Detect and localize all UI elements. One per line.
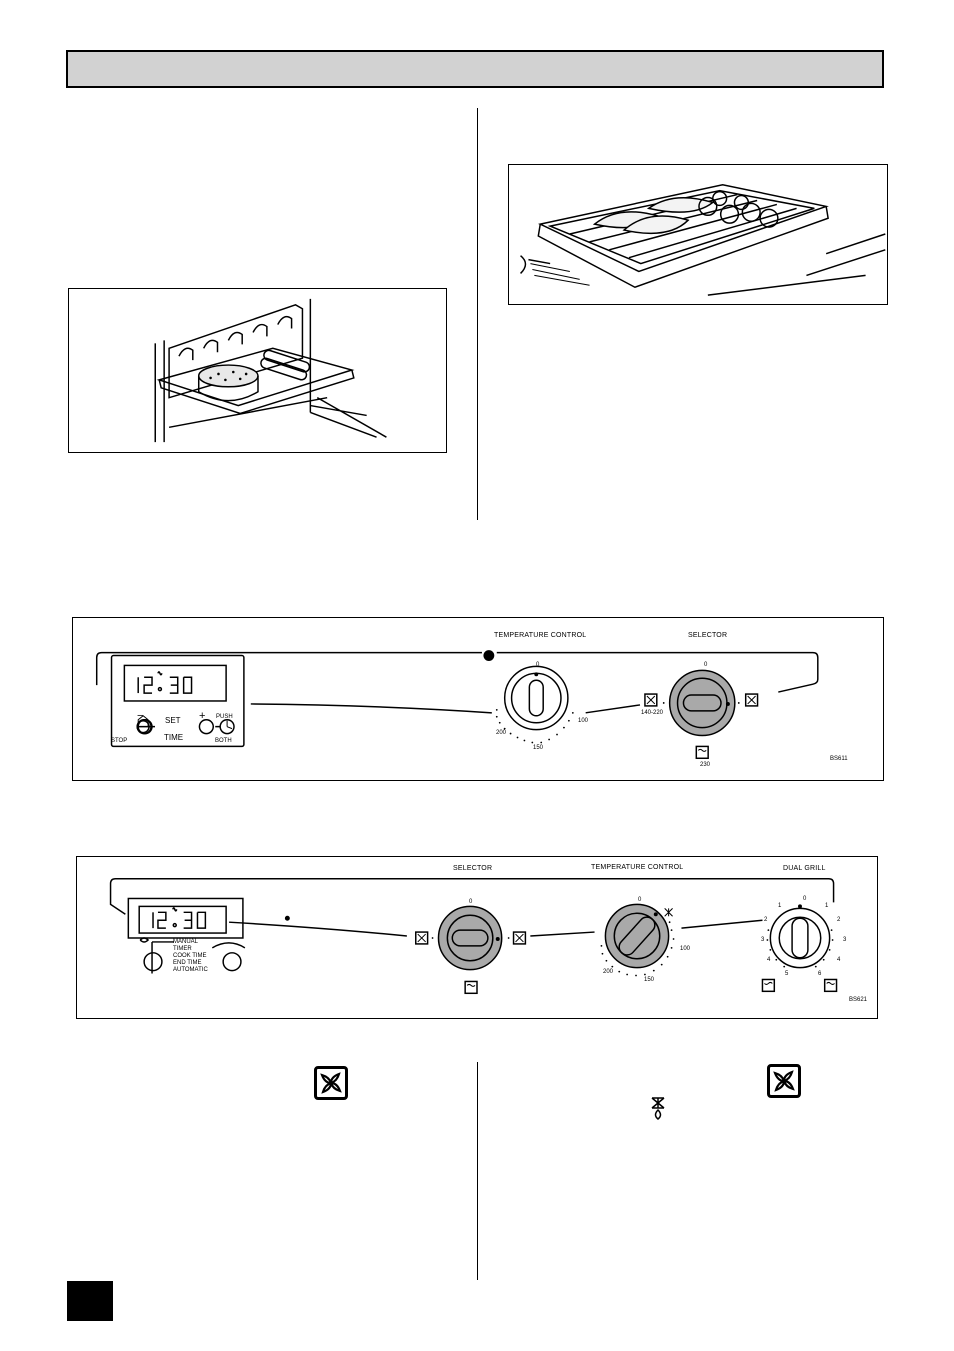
section-header-bar (66, 50, 884, 88)
grill-left-3: 3 (761, 937, 765, 943)
grill-right-6: 6 (818, 971, 822, 977)
temperature-control-label-2: TEMPERATURE CONTROL (591, 864, 684, 871)
minus-button[interactable] (133, 721, 149, 737)
cake-shelf-drawing (154, 298, 387, 443)
clock-right-button[interactable] (221, 954, 239, 972)
fan-oven-icon-2-glyph (773, 1070, 795, 1092)
temp-dial-100: 100 (578, 718, 589, 724)
clock-left-button[interactable] (141, 954, 159, 972)
dual-grill-label: DUAL GRILL (783, 865, 826, 872)
temp-dial-zero-2: 0 (638, 897, 642, 903)
grill-dial-zero: 0 (803, 896, 807, 902)
set-label: SET (165, 716, 181, 725)
control-panel-bs611: TEMPERATURE CONTROL SELECTOR 12 30 − + S… (72, 617, 884, 781)
selector-knob[interactable] (673, 671, 739, 737)
selector-label: SELECTOR (688, 632, 728, 639)
control-panel-bs621-drawing (109, 877, 838, 995)
timer-mode-list: MANUAL TIMER COOK TIME END TIME AUTOMATI… (173, 939, 208, 974)
selector-label-2: SELECTOR (453, 865, 493, 872)
grill-left-1: 1 (778, 903, 782, 909)
temperature-control-label: TEMPERATURE CONTROL (494, 632, 587, 639)
grill-right-3: 3 (843, 937, 847, 943)
defrost-icon (649, 1096, 667, 1120)
minus-button-label[interactable]: − (137, 710, 144, 722)
cake-on-shelf-illustration (68, 288, 447, 453)
mode-manual: MANUAL (173, 939, 199, 945)
temperature-control-knob-2[interactable] (608, 905, 672, 969)
mode-end-time: END TIME (173, 960, 202, 966)
grill-right-2: 2 (837, 917, 841, 923)
stop-label: STOP (111, 738, 128, 744)
selector-dial-zero: 0 (704, 662, 708, 668)
column-divider-top (477, 108, 478, 520)
grill-pan-illustration (508, 164, 888, 305)
temp-dial-200: 200 (496, 730, 507, 736)
plus-button[interactable] (197, 721, 213, 737)
push-label: PUSH (216, 714, 233, 720)
plus-button-label[interactable]: + (199, 710, 206, 722)
selector-230-label: 230 (700, 762, 711, 768)
temp-dial-100-2: 100 (680, 946, 691, 952)
column-divider-bottom (477, 1062, 478, 1280)
grill-pan-drawing (520, 183, 886, 296)
mode-timer: TIMER (173, 946, 192, 952)
control-panel-bs621: SELECTOR TEMPERATURE CONTROL DUAL GRILL … (76, 856, 878, 1019)
time-label: TIME (164, 733, 184, 742)
mode-cook-time: COOK TIME (173, 953, 207, 959)
temp-dial-zero: 0 (536, 662, 540, 668)
grill-left-5: 5 (785, 971, 789, 977)
grill-left-4: 4 (767, 957, 771, 963)
selector-dial-zero-2: 0 (469, 899, 473, 905)
temp-dial-150: 150 (533, 745, 544, 751)
fan-oven-icon-glyph (320, 1072, 342, 1094)
control-panel-bs611-drawing (95, 650, 819, 760)
selector-knob-2[interactable] (439, 907, 503, 971)
temp-dial-150-2: 150 (644, 977, 655, 983)
panel-reference-2: BS621 (849, 997, 868, 1003)
temp-dial-200-2: 200 (603, 969, 614, 975)
selector-range-label: 140-220 (641, 710, 664, 716)
both-label: BOTH (215, 738, 232, 744)
fan-oven-icon-2 (767, 1064, 801, 1098)
temperature-control-knob[interactable] (506, 667, 570, 731)
mode-automatic: AUTOMATIC (173, 967, 208, 973)
grill-right-4: 4 (837, 957, 841, 963)
page-number-block (67, 1281, 113, 1321)
grill-right-1: 1 (825, 903, 829, 909)
defrost-icon-glyph (651, 1097, 665, 1120)
grill-left-2: 2 (764, 917, 768, 923)
fan-oven-icon (314, 1066, 348, 1100)
dual-grill-knob[interactable] (775, 909, 835, 969)
panel-reference: BS611 (830, 756, 848, 762)
